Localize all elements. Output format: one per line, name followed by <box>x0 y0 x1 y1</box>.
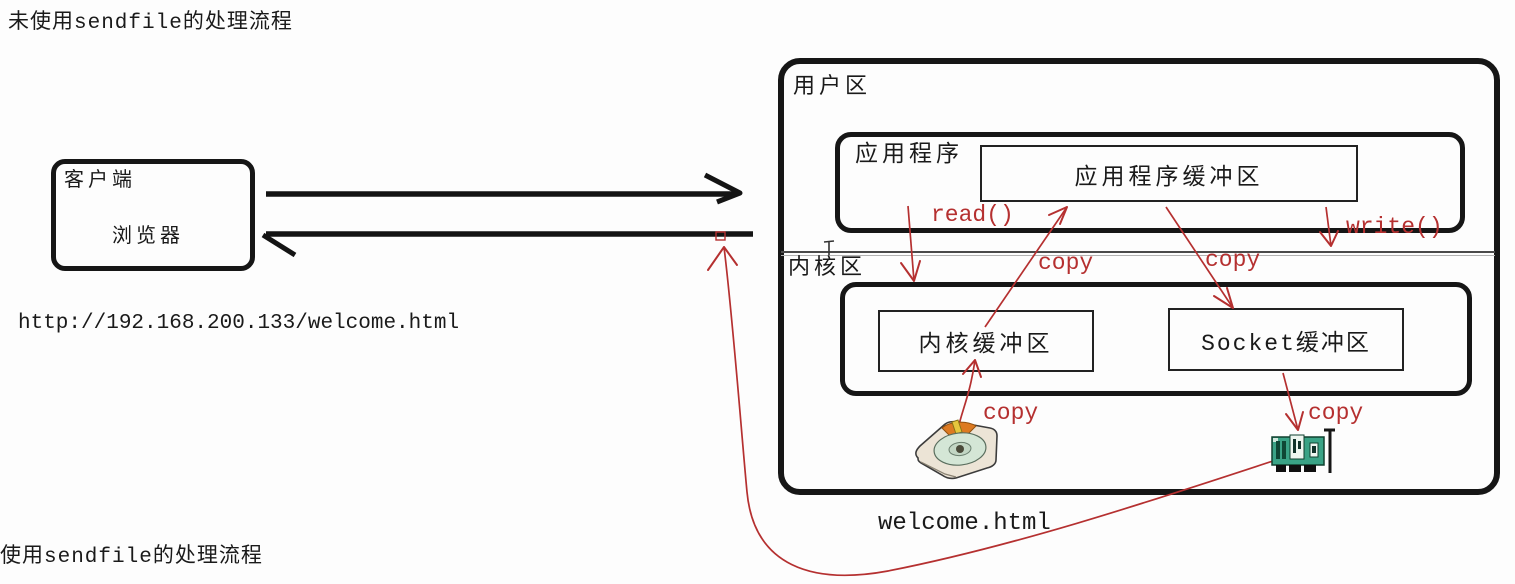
copy-disk-to-kernel-label: copy <box>983 400 1039 426</box>
request-url: http://192.168.200.133/welcome.html <box>18 312 460 335</box>
client-label: 客户端 <box>64 167 136 191</box>
socket-buffer-box: Socket缓冲区 <box>1168 308 1404 371</box>
application-box <box>835 132 1465 233</box>
client-box <box>51 159 255 271</box>
write-call-label: write() <box>1346 214 1443 240</box>
title-with-sendfile: 使用sendfile的处理流程 <box>0 546 263 569</box>
application-buffer-box: 应用程序缓冲区 <box>980 145 1358 202</box>
title-no-sendfile: 未使用sendfile的处理流程 <box>8 12 293 35</box>
application-buffer-label: 应用程序缓冲区 <box>1074 163 1264 190</box>
response-arrow <box>261 231 753 258</box>
copy-app-to-socket-label: copy <box>1205 247 1261 273</box>
user-area-label: 用户区 <box>793 74 872 99</box>
browser-label: 浏览器 <box>112 223 184 247</box>
copy-socket-to-nic-label: copy <box>1308 400 1364 426</box>
socket-buffer-label: Socket缓冲区 <box>1201 330 1371 357</box>
sendfile-curve-tip-marker <box>715 231 726 241</box>
kernel-area-label: 内核区 <box>788 255 867 280</box>
kernel-buffer-box: 内核缓冲区 <box>878 310 1094 372</box>
file-name-label: welcome.html <box>878 510 1051 537</box>
request-arrow <box>266 172 743 205</box>
copy-kernel-to-app-label: copy <box>1038 250 1094 276</box>
server-box <box>778 58 1500 495</box>
kernel-buffer-label: 内核缓冲区 <box>918 331 1054 357</box>
read-call-label: read() <box>931 202 1014 228</box>
application-label: 应用程序 <box>855 141 963 167</box>
